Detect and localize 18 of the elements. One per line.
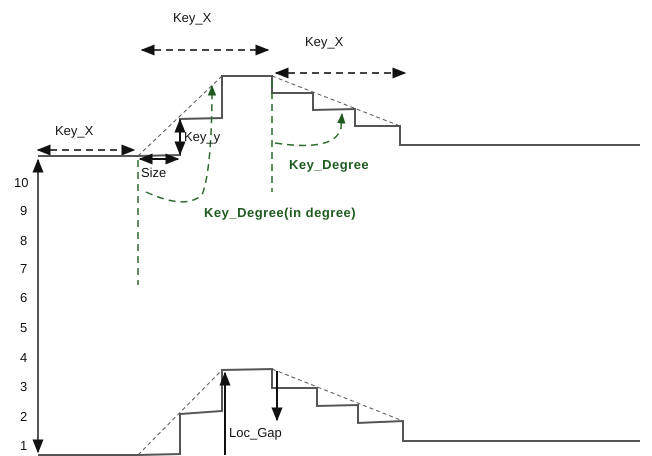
axis-tick-label: 6 [20, 290, 28, 305]
axis-tick-label: 2 [20, 409, 28, 424]
dimension-label: Key_X [305, 34, 344, 49]
dimension-label: Loc_Gap [229, 425, 282, 440]
axis-tick-label: 7 [20, 261, 28, 276]
dimension-label: Key_y [184, 129, 220, 144]
axis-tick-label: 1 [20, 438, 28, 453]
angle-label: Key_Degree(in degree) [204, 205, 356, 220]
dimension-label: Key_X [55, 123, 94, 138]
angle-label: Key_Degree [289, 157, 370, 172]
axis-tick-label: 8 [20, 233, 28, 248]
dimension-label: Key_X [173, 10, 212, 25]
axis-tick-label: 3 [20, 379, 28, 394]
dimension-label: Size [141, 165, 166, 180]
axis-tick-label: 4 [20, 350, 28, 365]
axis-tick-label: 5 [20, 320, 28, 335]
axis-tick-label: 10 [14, 175, 28, 190]
axis-tick-label: 9 [20, 203, 28, 218]
